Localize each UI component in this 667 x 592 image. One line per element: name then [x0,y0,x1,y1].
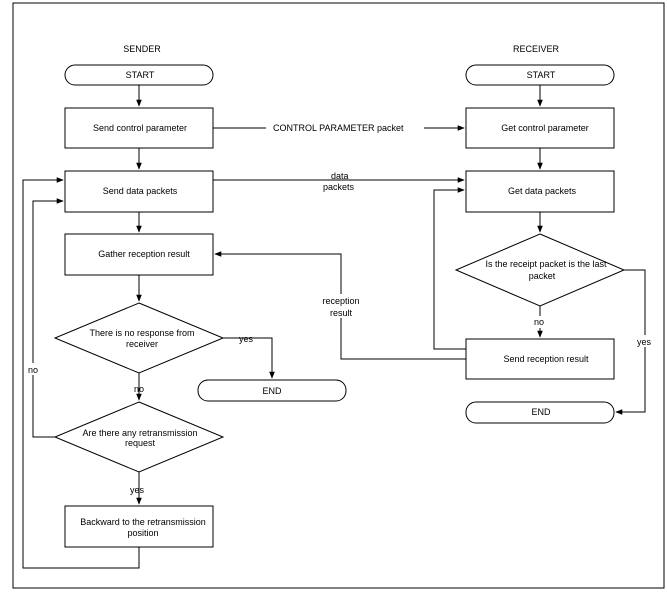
control-packet-label: CONTROL PARAMETER packet [273,123,404,133]
get-data-packets-node: Get data packets [465,170,615,213]
last-no-label: no [534,317,544,327]
last-yes-label-bg [636,335,656,347]
receiver-end-node: END [465,401,615,424]
retransmission-label-line1: Are there any retransmission [82,428,197,438]
no-response-label-line1: There is no response from [89,328,194,338]
backward-label-line2: position [127,528,158,538]
last-packet-decision: Is the receipt packet is the last packet [454,233,626,307]
sender-end-label: END [262,386,282,396]
receiver-start-node: START [465,64,615,86]
retrans-no-label-bg [26,363,41,375]
no-response-decision: There is no response from receiver [53,302,225,374]
noresponse-yes-label: yes [239,334,254,344]
send-reception-result-label: Send reception result [503,354,589,364]
last-yes-label: yes [637,337,652,347]
edge-retrans-no-loop [32,198,64,438]
retrans-no-label: no [28,365,38,375]
edge-noresponse-to-end [223,337,275,379]
send-data-packets-node: Send data packets [64,170,214,213]
last-no-label-bg [531,316,547,328]
get-data-packets-label: Get data packets [508,186,577,196]
sender-start-label: START [126,70,155,80]
backward-node: Backward to the retransmission position [64,505,214,548]
receiver-start-label: START [527,70,556,80]
reception-result-label-bg [312,294,368,318]
send-data-packets-label: Send data packets [103,186,178,196]
send-control-parameter-label: Send control parameter [93,123,187,133]
receiver-column-title: RECEIVER [513,44,560,54]
last-packet-label-line1: Is the receipt packet is the last [485,259,607,269]
retransmission-decision: Are there any retransmission request [53,401,225,473]
receiver-end-label: END [531,407,551,417]
retransmission-label-line2: request [125,438,156,448]
get-control-parameter-label: Get control parameter [501,123,589,133]
edge-sendresult-loop [433,187,466,350]
send-reception-result-node: Send reception result [465,338,615,380]
no-response-label-line2: receiver [126,339,158,349]
data-packets-label-line2: packets [323,182,355,192]
gather-reception-result-node: Gather reception result [64,233,214,276]
data-packets-label-line1: data [331,171,349,181]
edge-backward-loop [22,177,140,569]
sender-column-title: SENDER [123,44,161,54]
sender-end-node: END [197,379,347,402]
get-control-parameter-node: Get control parameter [465,107,615,149]
noresponse-no-label: no [134,384,144,394]
control-packet-label-bg [266,120,424,133]
backward-label-line1: Backward to the retransmission [80,517,206,527]
send-control-parameter-node: Send control parameter [64,107,214,149]
reception-result-label-line2: result [330,308,353,318]
diagram-frame [12,2,665,589]
gather-reception-result-label: Gather reception result [98,249,190,259]
last-packet-label-line2: packet [529,271,556,281]
reception-result-label-line1: reception [322,296,359,306]
retrans-yes-label: yes [130,485,145,495]
sender-start-node: START [64,64,214,86]
